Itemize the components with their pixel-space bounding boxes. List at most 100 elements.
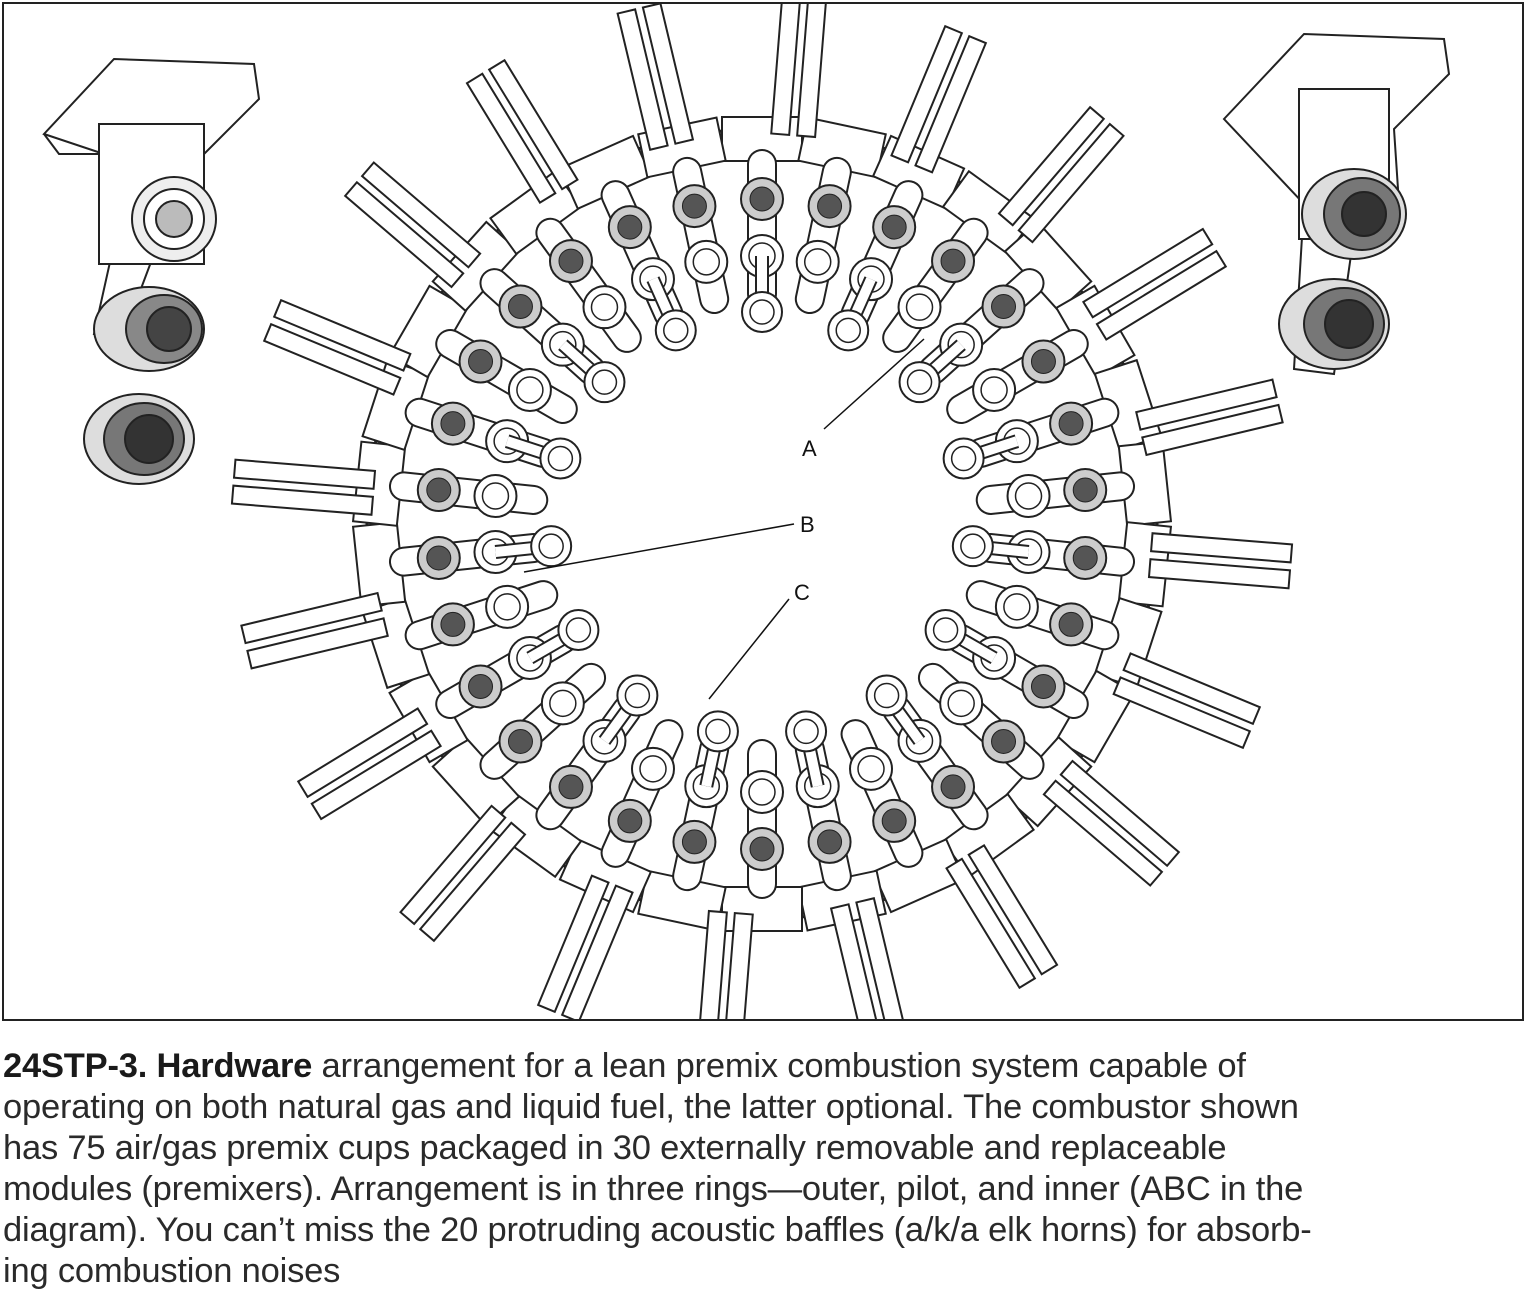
pilot-cup (684, 239, 729, 284)
left-module-cup-1 (131, 176, 217, 262)
outer-cup (672, 184, 717, 229)
premixer-module (840, 719, 966, 914)
inner-cup (526, 609, 600, 665)
premixer-module (975, 440, 1173, 527)
outer-cup (807, 819, 852, 864)
inner-cup (646, 276, 697, 352)
pilot-cup (507, 368, 552, 412)
premixer-module (558, 134, 697, 352)
callout-c-label: C (794, 580, 810, 605)
right-module-cup-1 (1301, 168, 1407, 260)
outer-cup (1021, 664, 1066, 709)
acoustic-baffle (616, 4, 695, 151)
premixer-module (637, 116, 730, 315)
inner-cup (696, 710, 739, 788)
premixer-module (721, 116, 803, 333)
outer-cup (498, 284, 543, 329)
acoustic-baffle (1147, 532, 1294, 590)
pilot-cup (897, 285, 942, 330)
caption-line-6: ing combustion noises (3, 1252, 341, 1290)
outer-cup (498, 719, 543, 764)
pilot-cup (540, 681, 585, 726)
acoustic-baffle (296, 707, 443, 821)
premixer-module (361, 580, 559, 690)
premixer-module (431, 662, 607, 828)
left-premixer-module (42, 57, 261, 485)
premixer-module (865, 674, 1035, 879)
inner-cup (785, 710, 828, 788)
outer-cup (416, 468, 461, 513)
outer-cup (1049, 401, 1094, 446)
acoustic-baffle (696, 909, 754, 1019)
pilot-cup (473, 473, 518, 518)
outer-cup (981, 284, 1026, 329)
outer-cup (548, 764, 593, 809)
acoustic-baffle (262, 298, 412, 396)
callout-a-label: A (802, 436, 817, 461)
premixer-module (721, 739, 803, 932)
outer-cup (607, 798, 652, 843)
caption-line-3: has 75 air/gas premix cups packaged in 3… (3, 1129, 1227, 1167)
caption-line-2: operating on both natural gas and liquid… (3, 1088, 1299, 1126)
acoustic-baffle (770, 4, 828, 139)
acoustic-baffle (945, 843, 1059, 990)
inner-cup (558, 339, 626, 404)
premixer-module (785, 710, 887, 932)
outer-cup (931, 239, 976, 284)
outer-cup (872, 798, 917, 843)
pilot-cup (582, 285, 627, 330)
acoustic-baffle (1112, 652, 1262, 750)
acoustic-baffle (230, 458, 377, 516)
premixer-module (388, 284, 578, 424)
outer-cup (981, 719, 1026, 764)
outer-cup (1021, 339, 1066, 384)
acoustic-baffles (230, 4, 1294, 1019)
outer-cup (807, 184, 852, 229)
acoustic-baffle (829, 897, 908, 1019)
acoustic-baffle (997, 105, 1125, 244)
pilot-cup (972, 368, 1017, 412)
outer-cup (416, 535, 461, 580)
pilot-cup (795, 239, 840, 284)
inner-cup (827, 276, 878, 352)
acoustic-baffle (465, 58, 579, 205)
figure-caption: 24STP-3. Hardware arrangement for a lean… (3, 1046, 1525, 1292)
acoustic-baffle (240, 591, 389, 670)
premixer-module (637, 710, 739, 932)
callout-c: C (708, 580, 810, 700)
outer-cup (1063, 468, 1108, 513)
inner-cup (865, 674, 926, 745)
right-module-cup-2 (1278, 278, 1390, 370)
right-premixer-module (1222, 32, 1451, 376)
outer-cup (430, 602, 475, 647)
acoustic-baffle (1135, 378, 1284, 457)
pilot-cup (740, 770, 784, 814)
pilot-cup (1006, 473, 1051, 518)
outer-cup (931, 764, 976, 809)
outer-cup (740, 177, 784, 221)
callout-a: A (802, 338, 925, 461)
caption-line-4: modules (premixers). Arrangement is in t… (3, 1170, 1304, 1208)
premixer-module (388, 609, 600, 764)
pilot-cup (630, 746, 675, 791)
premixer-module (489, 169, 642, 353)
inner-cup (942, 434, 1020, 480)
outer-cup (672, 819, 717, 864)
callout-b: B (523, 512, 815, 573)
inner-cup (494, 525, 573, 568)
caption-line-1: arrangement for a lean premix combustion… (312, 1047, 1246, 1085)
acoustic-baffle (1081, 227, 1228, 341)
acoustic-baffle (1042, 759, 1181, 887)
outer-cup (740, 827, 784, 871)
inner-cup (924, 609, 998, 665)
outer-cup (1063, 535, 1108, 580)
pilot-cup (994, 584, 1039, 629)
acoustic-baffle (399, 804, 527, 943)
acoustic-baffle (890, 24, 988, 174)
outer-cup (430, 401, 475, 446)
premixer-module (431, 220, 626, 404)
outer-cup (458, 664, 503, 709)
premixer-module (351, 521, 573, 608)
premixer-module (361, 358, 582, 480)
inner-cup (598, 674, 659, 745)
